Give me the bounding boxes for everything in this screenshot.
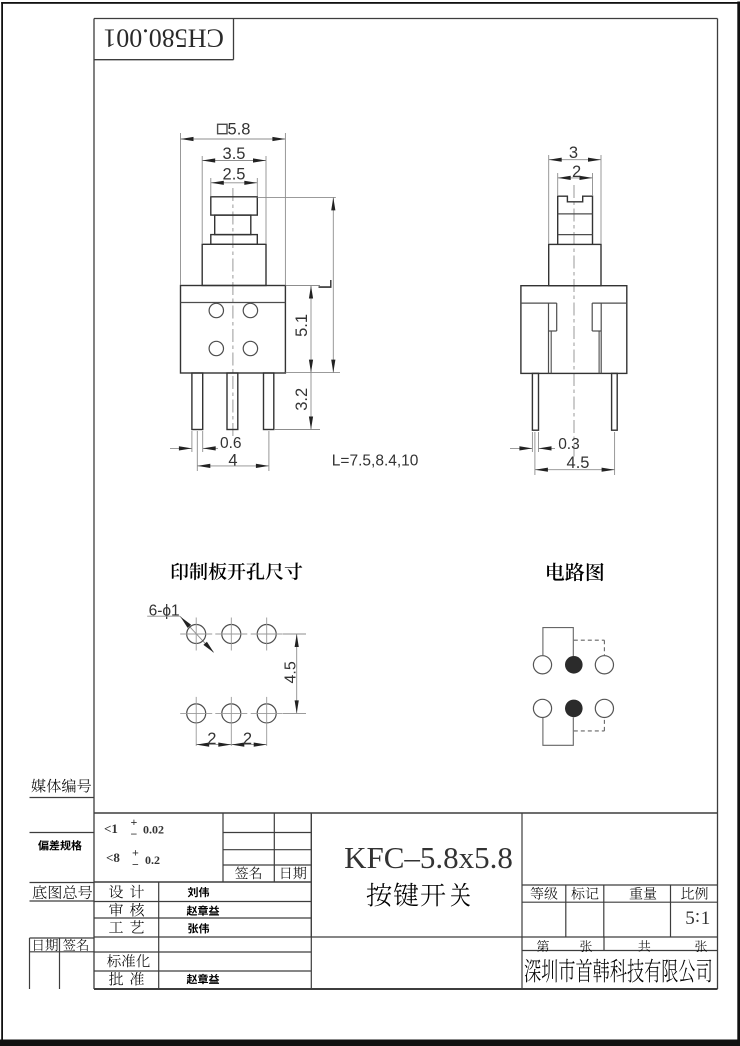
svg-text:1: 1 [701,908,711,929]
svg-text:3.2: 3.2 [293,388,311,411]
svg-text:<8: <8 [106,850,120,865]
svg-text:0.02: 0.02 [143,823,164,837]
svg-text:−: − [131,827,138,841]
svg-text:2: 2 [207,730,216,748]
svg-text:KFC–5.8x5.8: KFC–5.8x5.8 [344,840,513,875]
svg-text:3: 3 [569,144,578,162]
svg-text:0.3: 0.3 [558,436,580,453]
svg-text:4.5: 4.5 [567,454,590,472]
svg-text:L: L [315,279,335,289]
svg-text:+: + [131,815,138,829]
svg-text:0.2: 0.2 [145,853,160,867]
svg-text:L=7.5,8.4,10: L=7.5,8.4,10 [332,453,419,470]
svg-text:<1: <1 [104,821,118,836]
svg-text:4: 4 [228,452,237,470]
svg-text:+: + [132,846,139,860]
svg-text:4.5: 4.5 [283,661,300,683]
svg-text:0.6: 0.6 [220,435,242,452]
svg-text:2: 2 [572,163,581,181]
svg-text:3.5: 3.5 [223,145,246,163]
svg-text:2.5: 2.5 [223,166,246,184]
svg-text:5.1: 5.1 [293,314,311,337]
svg-text:2: 2 [243,730,252,748]
svg-text:5: 5 [685,908,695,929]
svg-text:5.8: 5.8 [228,121,251,139]
svg-text:CH580.001: CH580.001 [103,24,224,53]
svg-text:6-ϕ1: 6-ϕ1 [149,602,180,619]
svg-text::: : [695,906,700,927]
svg-text:−: − [132,858,139,872]
